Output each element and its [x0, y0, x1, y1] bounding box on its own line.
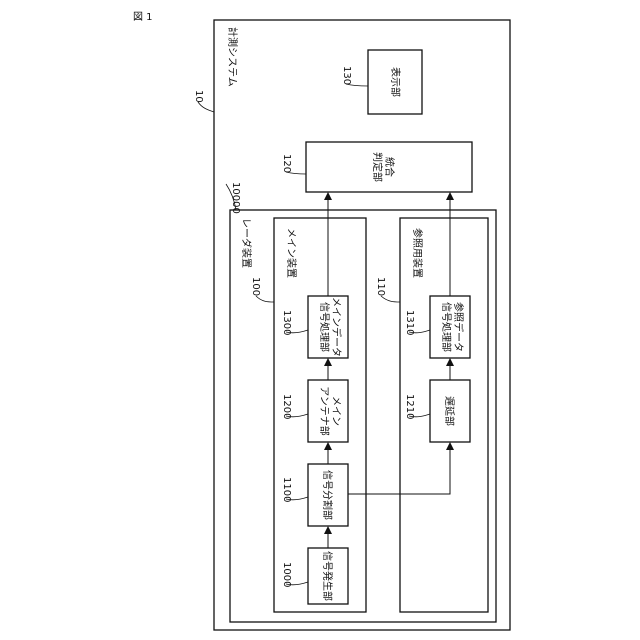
splitter-ref: 1100 — [281, 477, 292, 502]
ref-proc-ref: 1310 — [404, 310, 415, 335]
display-ref-leader — [346, 84, 368, 86]
ref-device-label: 参照用装置 — [411, 228, 424, 278]
main-proc-ref: 1300 — [281, 310, 292, 335]
display-ref: 130 — [341, 66, 352, 85]
arrow-splitter-to-delay — [348, 443, 450, 494]
ref-proc-label-1: 参照データ — [452, 302, 465, 352]
signal-gen-ref: 1000 — [281, 562, 292, 587]
main-device-ref-leader — [256, 296, 274, 302]
ref-proc-label-2: 信号処理部 — [440, 302, 453, 352]
main-antenna-ref: 1200 — [281, 394, 292, 419]
splitter-label: 信号分割部 — [321, 470, 334, 520]
system-label: 計測システム — [226, 27, 239, 87]
ref-device-ref-leader — [381, 296, 400, 302]
delay-ref: 1210 — [404, 394, 415, 419]
figure-label: 図 1 — [133, 11, 153, 23]
judge-label-1: 統合 — [383, 157, 396, 177]
main-device-label: メイン装置 — [285, 228, 298, 278]
display-label: 表示部 — [389, 67, 402, 97]
judge-label-2: 判定部 — [371, 152, 384, 182]
judge-ref: 120 — [281, 154, 292, 173]
delay-label: 遅延部 — [443, 396, 456, 426]
main-antenna-label-2: アンテナ部 — [318, 386, 331, 436]
system-ref: 10 — [193, 90, 204, 103]
radar-label: レーダ装置 — [240, 218, 253, 268]
main-antenna-label-1: メイン — [330, 396, 341, 426]
signal-gen-label: 信号発生部 — [321, 551, 334, 601]
main-proc-label-1: メインデータ — [330, 297, 343, 357]
judge-ref-leader — [286, 172, 306, 174]
ref-device-ref: 110 — [375, 277, 386, 296]
main-device-ref: 100 — [250, 277, 261, 296]
system-ref-leader — [198, 102, 214, 112]
main-proc-label-2: 信号処理部 — [318, 302, 331, 352]
